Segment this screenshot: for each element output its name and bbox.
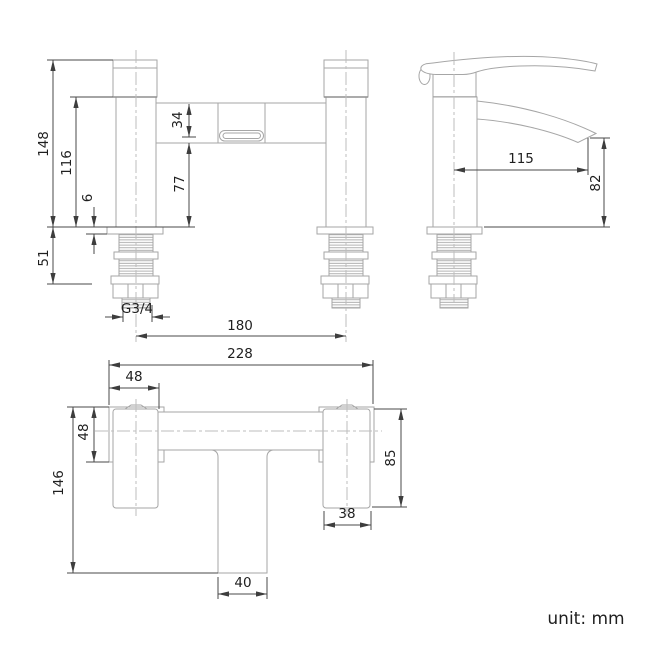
dimension-label: G3/4 <box>121 301 153 317</box>
dim-spout-body: 34 <box>170 104 192 137</box>
front-spout-body <box>156 102 326 144</box>
side-body <box>418 55 598 228</box>
dimension-label: 51 <box>36 249 52 266</box>
dimension-label: 116 <box>59 150 75 176</box>
front-extension-lines <box>47 59 196 322</box>
dim-spout-height: 82 <box>588 138 607 227</box>
plan-view: 228 48 48 146 85 38 40 <box>51 346 407 599</box>
dimension-label: 82 <box>588 174 604 191</box>
dim-spout-width: 40 <box>218 575 267 597</box>
dim-tap-centres: 180 <box>136 318 346 339</box>
handle-lever <box>420 55 598 75</box>
dimension-label: 77 <box>172 175 188 192</box>
front-right-threaded-tail <box>320 233 370 309</box>
dimension-label: 115 <box>508 151 534 167</box>
front-right-base-flange <box>316 226 374 235</box>
dimension-label: 228 <box>227 346 253 362</box>
dimension-label: 48 <box>125 369 142 385</box>
side-threaded-tail <box>428 233 478 309</box>
dim-flange-depth: 48 <box>76 407 97 462</box>
front-left-pillar <box>112 59 158 228</box>
front-left-threaded-tail <box>110 233 160 309</box>
side-view: 115 82 <box>418 52 610 309</box>
dimension-label: 48 <box>76 423 92 440</box>
side-extension-lines <box>484 137 610 228</box>
dimension-label: 146 <box>51 470 67 496</box>
dimension-label: 40 <box>234 575 251 591</box>
dim-overall-depth: 146 <box>51 407 76 573</box>
dimension-label: 148 <box>36 131 52 157</box>
dim-total-height: 148 <box>36 60 56 227</box>
dim-handle-width: 38 <box>324 506 371 528</box>
dimension-label: 6 <box>80 194 96 203</box>
dimension-label: 180 <box>227 318 253 334</box>
dimension-label: 38 <box>338 506 355 522</box>
plan-spout-stem <box>158 449 323 574</box>
dimension-label: 34 <box>170 111 186 128</box>
unit-label: unit: mm <box>547 609 624 629</box>
dim-under-deck: 51 <box>36 227 56 284</box>
dim-spout-reach: 115 <box>454 151 588 173</box>
dim-spout-clearance: 77 <box>172 143 192 227</box>
dim-overall-width: 228 <box>109 346 373 368</box>
dim-body-depth: 85 <box>383 409 404 507</box>
front-left-base-flange <box>106 226 164 235</box>
dim-flange-width: 48 <box>109 369 159 391</box>
spout-outlet <box>219 130 264 142</box>
curved-spout <box>476 100 598 144</box>
dimension-label: 85 <box>383 449 399 466</box>
front-view: 148 116 6 51 34 77 G3/4 1 <box>36 50 374 342</box>
dim-thread-size: G3/4 <box>105 301 170 320</box>
dim-body-height: 116 <box>59 97 79 227</box>
dim-base-plate: 6 <box>80 194 97 254</box>
